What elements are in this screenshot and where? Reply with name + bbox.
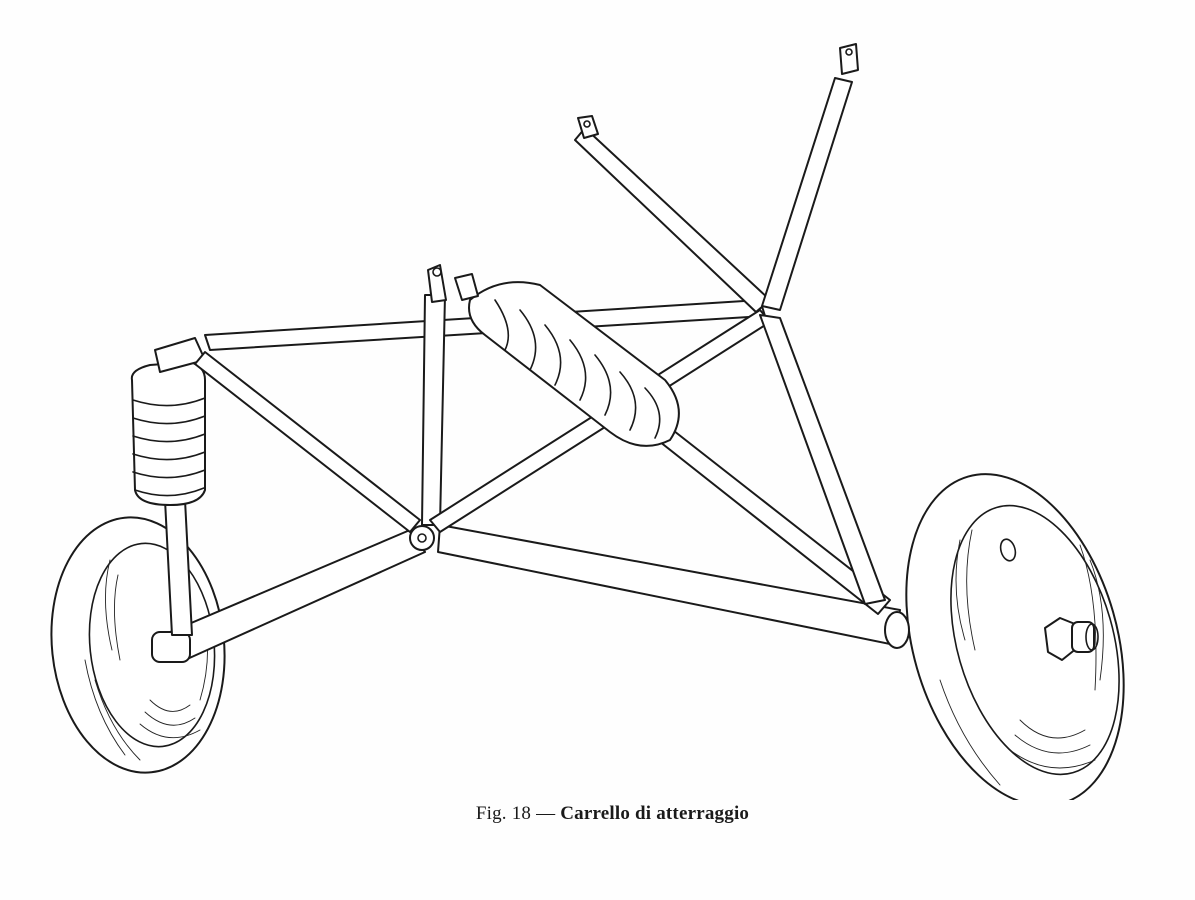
left-strut (130, 337, 206, 636)
landing-gear-illustration (50, 43, 1125, 800)
fittings (427, 43, 859, 303)
axle-tubes (151, 524, 910, 663)
right-wheel (905, 473, 1125, 800)
figure-number: Fig. 18 (475, 803, 532, 824)
shock-absorber (468, 281, 680, 447)
figure-title: Carrello di atterraggio (560, 803, 750, 824)
caption-separator: — (536, 803, 556, 824)
figure-caption: Fig. 18 — Carrello di atterraggio (0, 803, 1195, 825)
